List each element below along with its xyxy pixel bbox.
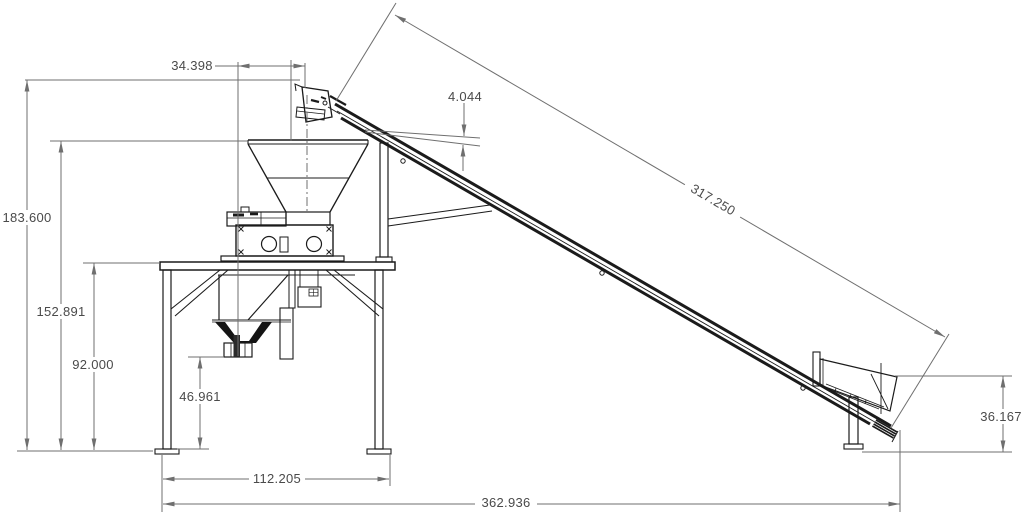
corner-bolts — [238, 226, 332, 255]
weigher-machine — [220, 206, 345, 262]
tail-infeed-hopper — [812, 351, 898, 414]
junction-box — [297, 286, 322, 308]
dimension-label-infeed-height: 36.167 — [980, 409, 1022, 424]
dimension-label-overall-height: 183.600 — [2, 210, 51, 225]
under-platform-discharge — [212, 269, 355, 360]
dimension-label-conveyor-length-group: 317.250 — [681, 176, 746, 223]
dimension-label-hopper-height: 152.891 — [36, 304, 85, 319]
dim-conveyor-length — [394, 14, 946, 338]
head-pulley-assembly — [294, 83, 347, 123]
vibratory-feeder — [226, 206, 287, 227]
control-panel — [279, 307, 294, 360]
ext-conveyor-tail-perp — [890, 333, 950, 429]
conveyor-assembly — [334, 102, 899, 443]
ext-conveyor-head-perp — [335, 2, 397, 102]
dimension-label-discharge-drop: 4.044 — [448, 89, 482, 104]
dimension-labels: 34.398 4.044 183.600 152.891 92.000 46.9… — [2, 58, 1024, 510]
structure — [154, 83, 899, 455]
dimension-label-conveyor-length: 317.250 — [688, 181, 738, 219]
dimension-label-stand-width: 112.205 — [253, 471, 301, 486]
dimension-label-platform-height: 92.000 — [72, 357, 114, 372]
frame-bolt-icon — [800, 385, 806, 391]
sight-glass-icon — [305, 235, 323, 253]
sight-glass-icon — [260, 235, 278, 253]
frame-bolt-icon — [400, 158, 406, 164]
belt-tail-stripes — [872, 419, 899, 443]
platform-stand — [154, 261, 396, 455]
dimension-label-head-offset: 34.398 — [171, 58, 213, 73]
frame-bolt-icon — [599, 270, 605, 276]
dimension-lines — [17, 2, 1012, 512]
dimension-label-spout-clearance: 46.961 — [179, 389, 221, 404]
tail-support-leg — [843, 396, 864, 450]
dimension-label-overall-length: 362.936 — [481, 495, 530, 510]
